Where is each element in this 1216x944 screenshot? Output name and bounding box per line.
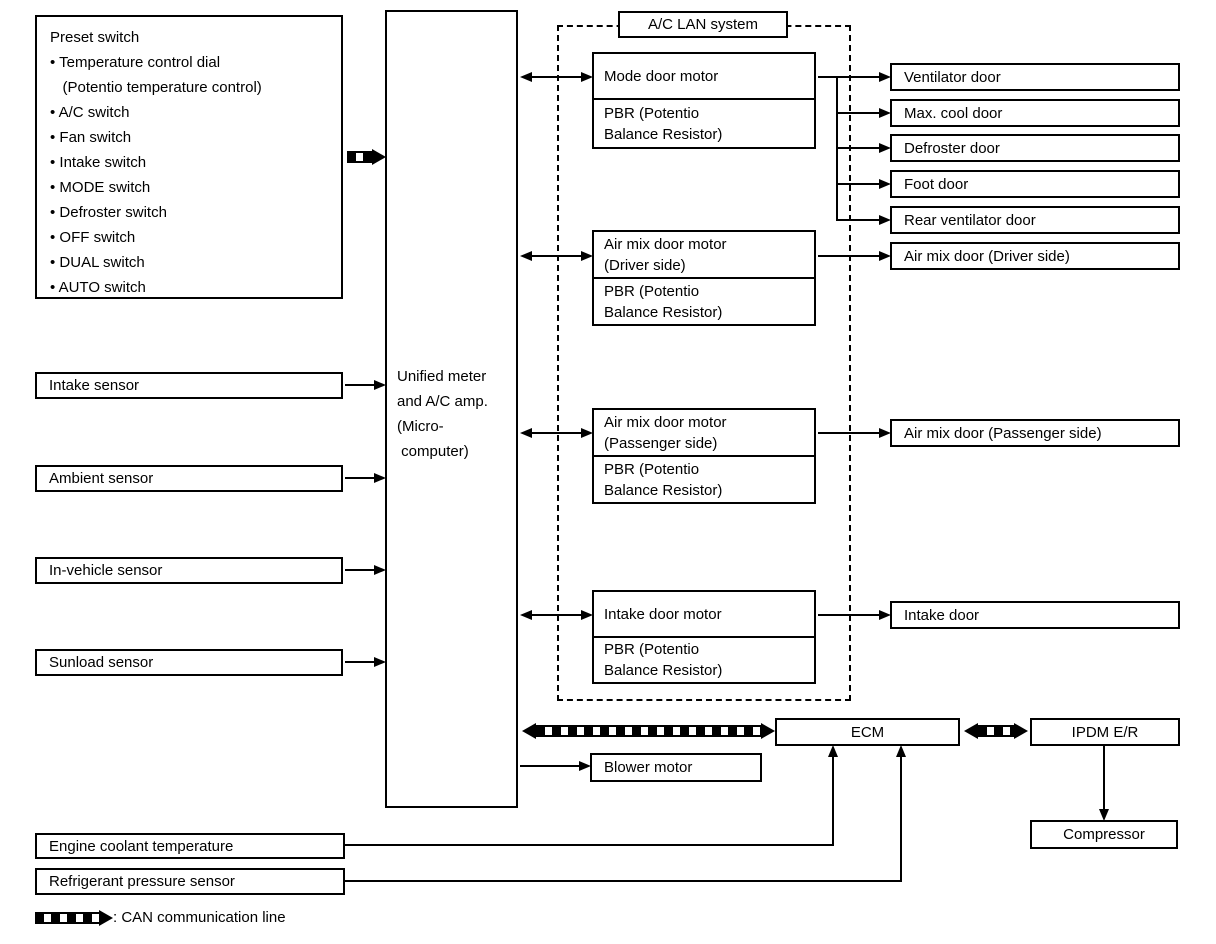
arrow-mode-motor-max-cool-door bbox=[836, 112, 879, 114]
arrow-ipdm-compressor bbox=[1103, 746, 1105, 809]
arrow-intake-motor-door bbox=[818, 614, 879, 616]
air-mix-door-passenger-label: Air mix door (Passenger side) bbox=[904, 424, 1102, 442]
preset-item: • Fan switch bbox=[50, 129, 132, 146]
preset-item: • Intake switch bbox=[50, 154, 147, 171]
arrow-air-mix-driver-motor-door bbox=[818, 255, 879, 257]
preset-switch-box: Preset switch • Temperature control dial… bbox=[35, 15, 343, 299]
can-arrow-preset-to-controller bbox=[347, 151, 372, 163]
ac-lan-system-title: A/C LAN system bbox=[647, 16, 759, 33]
engine-coolant-temperature-label: Engine coolant temperature bbox=[49, 837, 234, 855]
ambient-sensor-label: Ambient sensor bbox=[49, 470, 154, 487]
arrow-ambient-sensor bbox=[345, 477, 374, 479]
arrow-intake-sensor bbox=[345, 384, 374, 386]
foot-door-box: Foot door bbox=[890, 170, 1180, 198]
intake-sensor-label: Intake sensor bbox=[49, 377, 140, 394]
in-vehicle-sensor-box: In-vehicle sensor bbox=[35, 557, 343, 584]
preset-item: • Defroster switch bbox=[50, 204, 167, 221]
intake-sensor-box: Intake sensor bbox=[35, 372, 343, 399]
air-mix-door-motor-passenger-label: Air mix door motor (Passenger side) bbox=[604, 413, 727, 452]
arrow-engine-coolant-into-ecm bbox=[832, 757, 834, 846]
air-mix-door-motor-passenger-box: Air mix door motor (Passenger side) PBR … bbox=[592, 408, 816, 504]
arrow-controller-air-mix-driver-motor bbox=[532, 255, 581, 257]
air-mix-door-driver-box: Air mix door (Driver side) bbox=[890, 242, 1180, 270]
arrow-refrigerant-into-ecm bbox=[900, 757, 902, 882]
mode-door-motor-label: Mode door motor bbox=[604, 67, 719, 85]
air-mix-door-motor-driver-label: Air mix door motor (Driver side) bbox=[604, 235, 727, 274]
arrow-controller-air-mix-passenger-motor bbox=[532, 432, 581, 434]
air-mix-door-motor-driver-box: Air mix door motor (Driver side) PBR (Po… bbox=[592, 230, 816, 326]
arrow-mode-motor-defroster-door bbox=[836, 147, 879, 149]
compressor-label: Compressor bbox=[1063, 826, 1145, 843]
preset-item: • DUAL switch bbox=[50, 254, 145, 271]
arrow-controller-mode-door-motor bbox=[532, 76, 581, 78]
ac-lan-system-title-box: A/C LAN system bbox=[618, 11, 788, 38]
intake-door-motor-box: Intake door motor PBR (Potentio Balance … bbox=[592, 590, 816, 684]
ecm-label: ECM bbox=[850, 723, 885, 741]
arrow-mode-motor-ventilator-door bbox=[818, 76, 879, 78]
blower-motor-box: Blower motor bbox=[590, 753, 762, 782]
can-arrow-ecm-ipdm bbox=[978, 725, 1014, 737]
unified-meter-ac-amp-box: Unified meter and A/C amp. (Micro- compu… bbox=[385, 10, 518, 808]
ventilator-door-box: Ventilator door bbox=[890, 63, 1180, 91]
max-cool-door-box: Max. cool door bbox=[890, 99, 1180, 127]
arrow-air-mix-passenger-motor-door bbox=[818, 432, 879, 434]
preset-item: • OFF switch bbox=[50, 229, 136, 246]
air-mix-door-passenger-box: Air mix door (Passenger side) bbox=[890, 419, 1180, 447]
line-engine-coolant-to-ecm bbox=[345, 844, 834, 846]
preset-switch-title: Preset switch bbox=[50, 29, 140, 46]
max-cool-door-label: Max. cool door bbox=[904, 104, 1003, 122]
arrow-controller-blower-motor bbox=[520, 765, 579, 767]
intake-door-box: Intake door bbox=[890, 601, 1180, 629]
arrow-controller-intake-door-motor bbox=[532, 614, 581, 616]
ipdm-er-label: IPDM E/R bbox=[1071, 723, 1139, 741]
air-mix-door-motor-passenger-pbr-label: PBR (Potentio Balance Resistor) bbox=[604, 460, 723, 499]
rear-ventilator-door-box: Rear ventilator door bbox=[890, 206, 1180, 234]
ipdm-er-box: IPDM E/R bbox=[1030, 718, 1180, 746]
sunload-sensor-box: Sunload sensor bbox=[35, 649, 343, 676]
air-mix-door-driver-label: Air mix door (Driver side) bbox=[904, 247, 1070, 265]
air-mix-door-motor-driver-pbr-label: PBR (Potentio Balance Resistor) bbox=[604, 282, 723, 321]
mode-door-motor-pbr-label: PBR (Potentio Balance Resistor) bbox=[604, 104, 723, 143]
ventilator-door-label: Ventilator door bbox=[904, 68, 1001, 86]
preset-item: • AUTO switch bbox=[50, 279, 146, 296]
preset-item: • A/C switch bbox=[50, 104, 130, 121]
intake-door-label: Intake door bbox=[904, 606, 980, 624]
preset-item: • MODE switch bbox=[50, 179, 151, 196]
sunload-sensor-label: Sunload sensor bbox=[49, 654, 154, 671]
foot-door-label: Foot door bbox=[904, 175, 969, 193]
arrow-in-vehicle-sensor bbox=[345, 569, 374, 571]
can-arrow-controller-ecm bbox=[536, 725, 761, 737]
intake-door-motor-label: Intake door motor bbox=[604, 605, 722, 623]
compressor-box: Compressor bbox=[1030, 820, 1178, 849]
defroster-door-box: Defroster door bbox=[890, 134, 1180, 162]
ecm-box: ECM bbox=[775, 718, 960, 746]
defroster-door-label: Defroster door bbox=[904, 139, 1000, 157]
mode-door-motor-box: Mode door motor PBR (Potentio Balance Re… bbox=[592, 52, 816, 149]
refrigerant-pressure-sensor-box: Refrigerant pressure sensor bbox=[35, 868, 345, 895]
can-legend-label: : CAN communication line bbox=[113, 909, 286, 926]
ambient-sensor-box: Ambient sensor bbox=[35, 465, 343, 492]
blower-motor-label: Blower motor bbox=[604, 759, 693, 776]
preset-item: (Potentio temperature control) bbox=[50, 79, 262, 96]
can-line-legend-icon bbox=[35, 911, 99, 924]
arrow-mode-motor-rear-ventilator-door bbox=[836, 219, 879, 221]
legend: : CAN communication line bbox=[35, 909, 286, 926]
intake-door-motor-pbr-label: PBR (Potentio Balance Resistor) bbox=[604, 641, 723, 679]
rear-ventilator-door-label: Rear ventilator door bbox=[904, 211, 1036, 229]
arrow-sunload-sensor bbox=[345, 661, 374, 663]
engine-coolant-temperature-box: Engine coolant temperature bbox=[35, 833, 345, 859]
refrigerant-pressure-sensor-label: Refrigerant pressure sensor bbox=[49, 873, 235, 890]
unified-meter-ac-amp-label: Unified meter and A/C amp. (Micro- compu… bbox=[397, 368, 488, 460]
preset-item: • Temperature control dial bbox=[50, 54, 221, 71]
line-refrigerant-to-ecm bbox=[345, 880, 902, 882]
arrow-mode-motor-foot-door bbox=[836, 183, 879, 185]
in-vehicle-sensor-label: In-vehicle sensor bbox=[49, 562, 163, 579]
